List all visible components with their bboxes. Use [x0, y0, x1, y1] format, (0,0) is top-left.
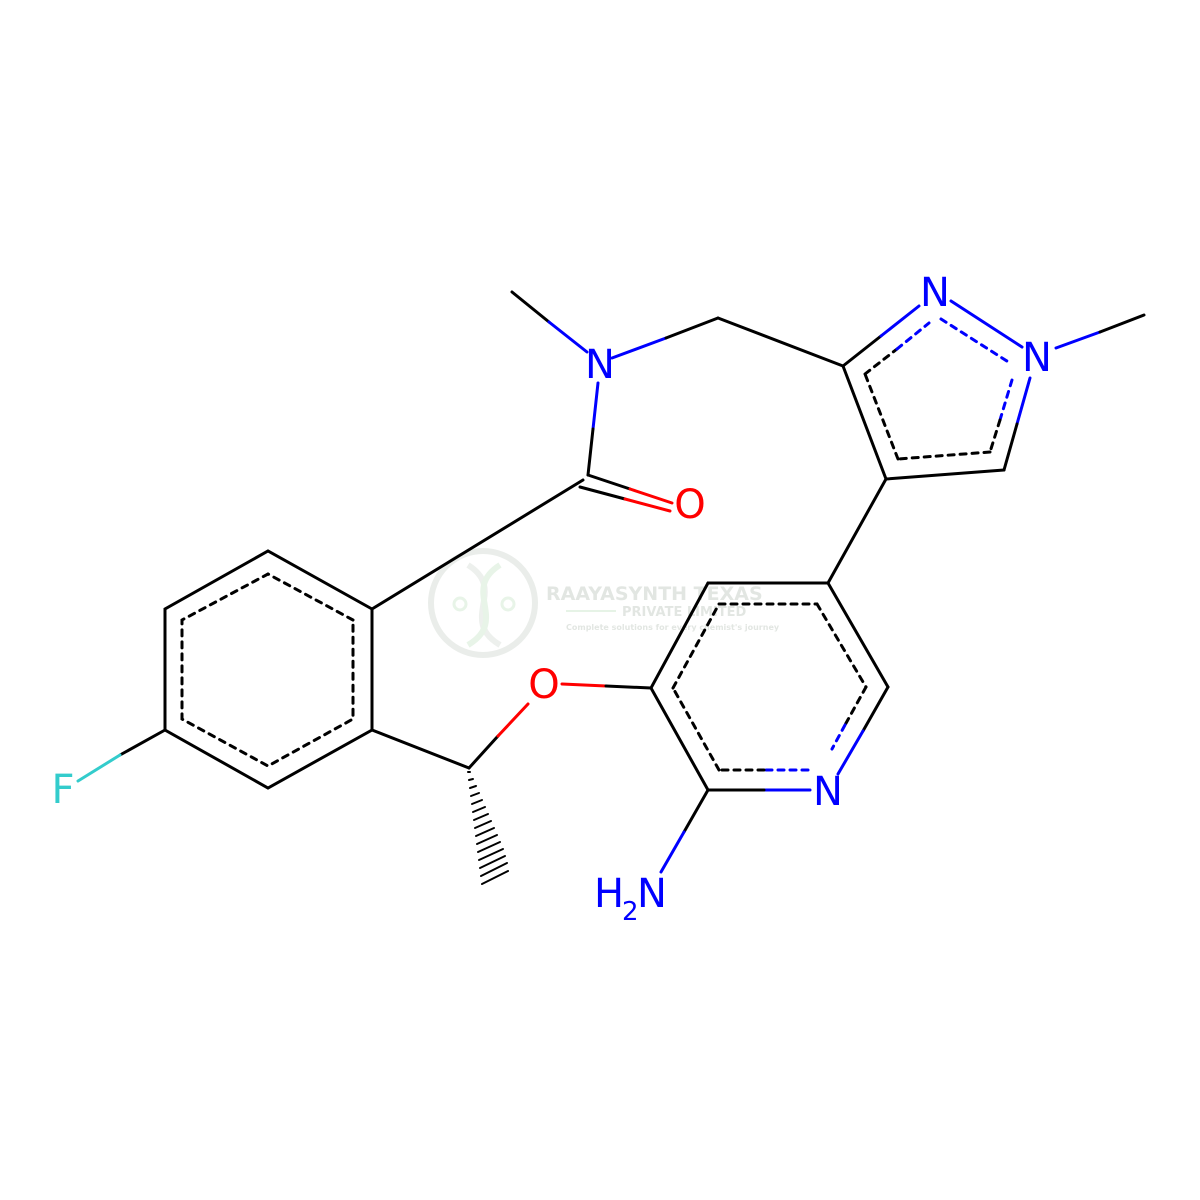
bond-o-pyridine-red: [560, 682, 608, 688]
atom-label-amide-nitrogen: N: [585, 342, 615, 388]
bond-benzene-chiral-c: [370, 728, 471, 770]
atom-labels: N O N N O F N H 2 N: [51, 270, 1051, 927]
bond-carbonyl-double-b: [578, 485, 627, 501]
watermark-logo: [428, 548, 538, 658]
atom-label-pyrazole-nitrogen-1: N: [1022, 335, 1052, 381]
watermark-company-name: RAAYASYNTH TEXAS: [546, 583, 763, 605]
watermark-text: RAAYASYNTH TEXAS PRIVATE LIMITED Complet…: [546, 583, 780, 632]
atom-label-pyrazole-nitrogen-2: N: [920, 270, 950, 316]
benzene-ring: [163, 549, 374, 790]
bond-carbonyl-double-a-red: [628, 487, 674, 505]
pyridine-c6-n: [861, 685, 890, 733]
pyrazole-c3-n2: [841, 334, 883, 368]
pyridine-c2-c3: [649, 686, 710, 792]
bond-carbonyl-double-b-red: [623, 497, 672, 513]
bond-methyl-amide-n: [510, 290, 551, 324]
pyridine-c5-c6: [826, 581, 890, 689]
pyrazole-c4-c3: [841, 364, 888, 481]
pyridine-c3-c4: [649, 581, 710, 690]
bond-carbonyl-double-a: [586, 473, 632, 491]
atom-label-amine: H 2 N: [594, 871, 667, 927]
bond-pyrazole-n-methyl-blue: [1054, 330, 1102, 350]
watermark-tagline: Complete solutions for every chemist's j…: [566, 623, 780, 632]
bond-benzene-f-cyan: [76, 753, 122, 783]
pyrazole-c3-n2-blue: [879, 304, 921, 338]
pyrazole-n1-c5: [1002, 422, 1019, 472]
pyrazole-ring-aromatic: [863, 317, 1014, 461]
hashed-wedge-methyl: [467, 771, 509, 885]
bond-carbonyl-benzene: [370, 478, 585, 611]
bond-amide-n-ch2-blue: [610, 336, 668, 360]
pyrazole-c5-c4: [884, 468, 1006, 481]
amine-hydrogen: H: [594, 871, 624, 917]
bonds: [76, 290, 1146, 885]
bond-pyridine-pyrazole: [826, 477, 888, 585]
pyrazole-n1-c5-blue: [1015, 376, 1032, 426]
bond-pyridine-nh2: [682, 788, 710, 834]
bond-methyl-amide-n-blue: [547, 320, 589, 354]
pyridine-c6-n-blue: [836, 729, 865, 776]
atom-label-pyridine-nitrogen: N: [813, 769, 843, 815]
benzene-ring-aromatic: [180, 572, 355, 768]
bond-ch2-pyrazole: [716, 316, 845, 368]
amine-nitrogen: N: [637, 871, 667, 917]
bond-amide-n-carbonyl-blue: [591, 381, 600, 431]
bond-pyridine-nh2-blue: [659, 830, 686, 874]
amine-subscript: 2: [622, 897, 639, 927]
bond-chiral-c-o-red: [496, 702, 530, 738]
bond-benzene-f: [118, 728, 167, 757]
atom-label-fluorine: F: [51, 767, 74, 813]
pyridine-ring-aromatic: [671, 602, 868, 772]
bond-chiral-c-o: [467, 734, 500, 770]
bond-amide-n-ch2: [664, 316, 720, 340]
atom-label-ether-oxygen: O: [528, 662, 559, 708]
atom-label-carbonyl-oxygen: O: [674, 482, 705, 528]
bond-amide-n-carbonyl: [586, 427, 595, 477]
watermark-company-line2: PRIVATE LIMITED: [622, 605, 747, 620]
bond-o-pyridine: [604, 684, 653, 690]
bond-pyrazole-n-methyl: [1098, 313, 1146, 334]
pyrazole-n2-n1-blue: [949, 299, 1024, 349]
